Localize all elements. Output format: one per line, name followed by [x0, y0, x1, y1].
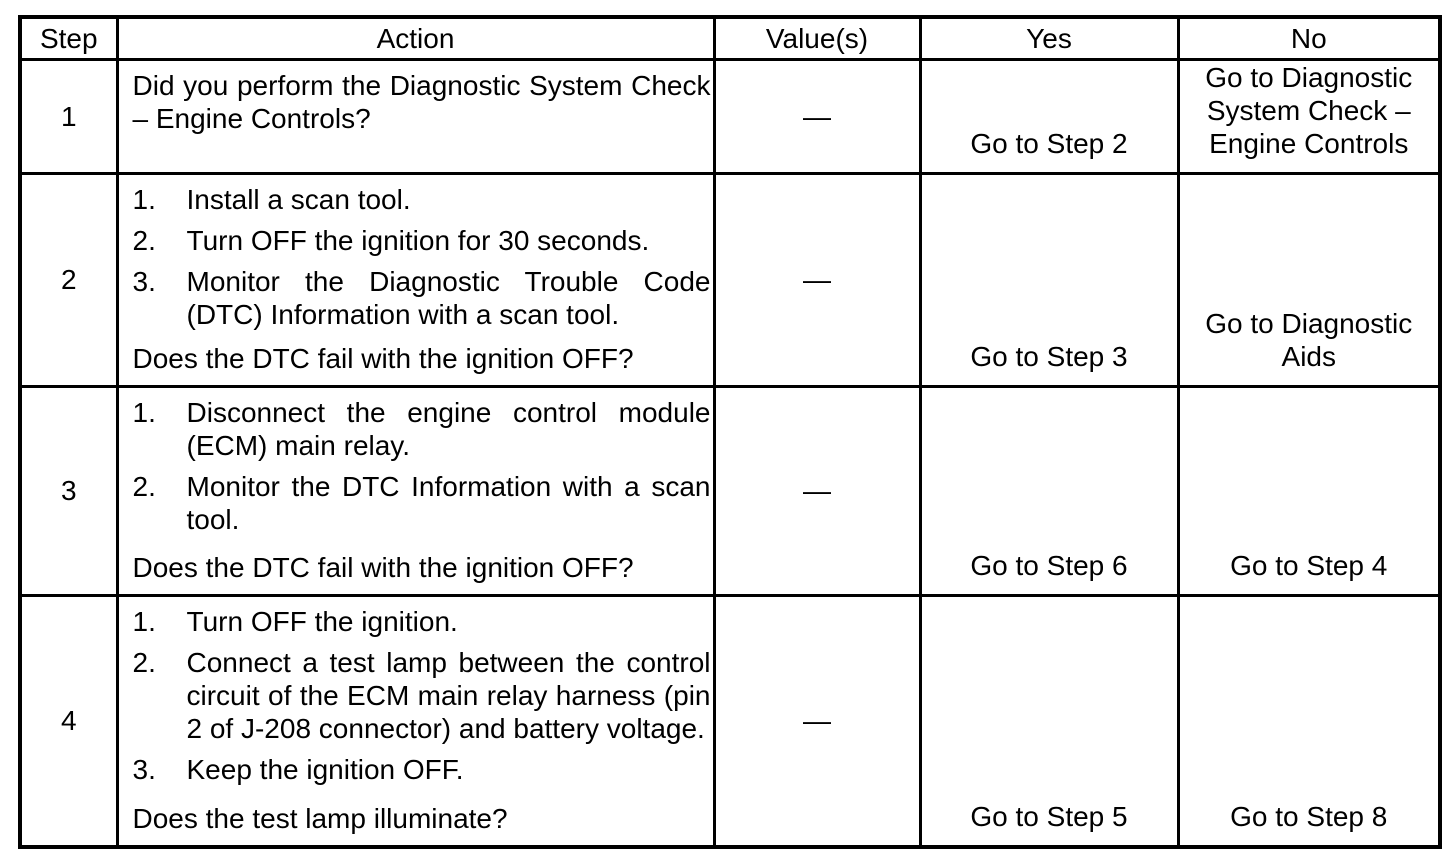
step-number: 3	[18, 384, 119, 597]
item-number: 2.	[132, 646, 156, 678]
header-row: Step Action Value(s) Yes No	[18, 15, 1442, 61]
item-text: Monitor the Diagnostic Trouble Code (DTC…	[186, 265, 711, 330]
item-text: Install a scan tool.	[186, 183, 411, 215]
no-result: Go to Step 4	[1176, 384, 1442, 597]
action-cell: 1. Disconnect the engine control module …	[115, 384, 716, 597]
table-row-step-4: 4 1. Turn OFF the ignition. 2. Connect a…	[18, 593, 1442, 848]
column-header-yes: Yes	[918, 15, 1180, 61]
step-number: 1	[18, 57, 119, 175]
item-number: 2.	[132, 470, 156, 502]
table-row-step-2: 2 1. Install a scan tool. 2. Turn OFF th…	[18, 171, 1442, 388]
value-cell: —	[712, 171, 922, 388]
item-text: Disconnect the engine control module (EC…	[186, 396, 711, 461]
action-item: 1. Install a scan tool.	[132, 183, 712, 216]
action-cell: 1. Turn OFF the ignition. 2. Connect a t…	[115, 593, 716, 848]
action-item: 1. Turn OFF the ignition.	[132, 605, 712, 638]
action-item: 3. Keep the ignition OFF.	[132, 753, 712, 786]
item-number: 3.	[132, 265, 156, 297]
item-number: 1.	[132, 605, 156, 637]
no-result: Go to Diagnostic System Check – Engine C…	[1176, 57, 1442, 175]
item-text: Connect a test lamp between the control …	[186, 646, 711, 744]
action-question: Does the test lamp illuminate?	[132, 802, 508, 834]
item-number: 1.	[132, 183, 156, 215]
item-text: Keep the ignition OFF.	[186, 753, 464, 785]
column-header-values: Value(s)	[712, 15, 922, 61]
item-number: 1.	[132, 396, 156, 428]
yes-result: Go to Step 5	[918, 593, 1180, 848]
value-cell: —	[712, 57, 922, 175]
column-header-action: Action	[115, 15, 716, 61]
action-question: Did you perform the Diagnostic System Ch…	[132, 69, 711, 134]
item-text: Turn OFF the ignition.	[186, 605, 458, 637]
no-result: Go to Diagnostic Aids	[1176, 171, 1442, 388]
yes-result: Go to Step 3	[918, 171, 1180, 388]
item-text: Monitor the DTC Information with a scan …	[186, 470, 711, 535]
action-item: 2. Connect a test lamp between the contr…	[132, 646, 712, 745]
step-number: 4	[18, 593, 119, 848]
column-header-no: No	[1176, 15, 1442, 61]
action-item: 2. Turn OFF the ignition for 30 seconds.	[132, 224, 712, 257]
item-number: 2.	[132, 224, 156, 256]
item-number: 3.	[132, 753, 156, 785]
yes-result: Go to Step 6	[918, 384, 1180, 597]
diagnostic-procedure-table: Step Action Value(s) Yes No 1 Did you pe…	[18, 15, 1442, 849]
table-row-step-1: 1 Did you perform the Diagnostic System …	[18, 57, 1442, 175]
value-cell: —	[712, 384, 922, 597]
no-result: Go to Step 8	[1176, 593, 1442, 848]
action-question: Does the DTC fail with the ignition OFF?	[132, 342, 634, 374]
action-item: 3. Monitor the Diagnostic Trouble Code (…	[132, 265, 712, 331]
action-cell: 1. Install a scan tool. 2. Turn OFF the …	[115, 171, 716, 388]
value-cell: —	[712, 593, 922, 848]
action-item: 2. Monitor the DTC Information with a sc…	[132, 470, 712, 536]
yes-result: Go to Step 2	[918, 57, 1180, 175]
column-header-step: Step	[18, 15, 119, 61]
action-cell: Did you perform the Diagnostic System Ch…	[115, 57, 716, 175]
table-row-step-3: 3 1. Disconnect the engine control modul…	[18, 384, 1442, 597]
action-question: Does the DTC fail with the ignition OFF?	[132, 551, 634, 583]
step-number: 2	[18, 171, 119, 388]
action-item: 1. Disconnect the engine control module …	[132, 396, 712, 462]
item-text: Turn OFF the ignition for 30 seconds.	[186, 224, 650, 256]
